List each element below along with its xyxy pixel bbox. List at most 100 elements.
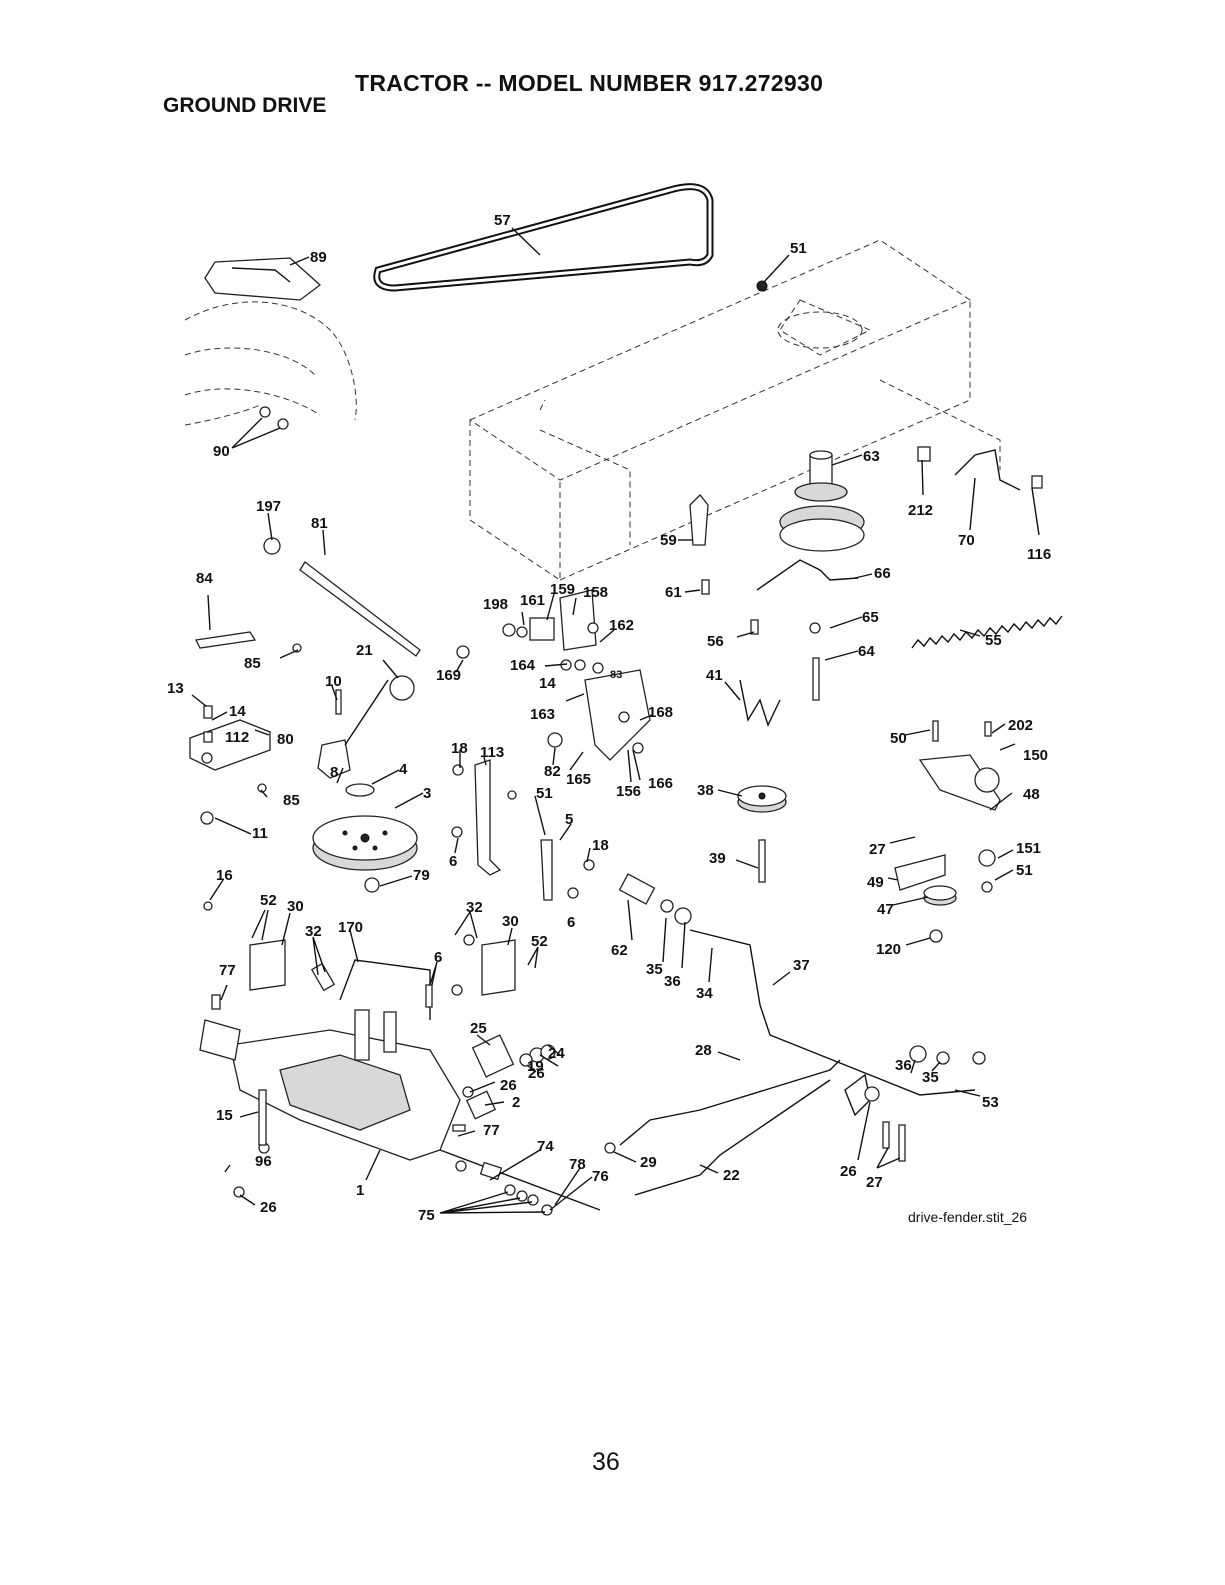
callout-35b: 35 xyxy=(922,1069,939,1086)
callout-61: 61 xyxy=(665,584,682,601)
callout-48: 48 xyxy=(1023,786,1040,803)
drive-belt xyxy=(373,183,714,292)
leader-lines xyxy=(191,227,1040,1214)
callout-78: 78 xyxy=(569,1156,586,1173)
callout-198: 198 xyxy=(483,596,508,613)
callout-15: 15 xyxy=(216,1107,233,1124)
callout-79: 79 xyxy=(413,867,430,884)
section-title: GROUND DRIVE xyxy=(163,94,327,117)
callout-164: 164 xyxy=(510,657,536,674)
callout-170: 170 xyxy=(338,919,363,936)
callout-2: 2 xyxy=(512,1094,520,1111)
callout-25: 25 xyxy=(470,1020,487,1037)
callout-49: 49 xyxy=(867,874,884,891)
callout-156: 156 xyxy=(616,783,641,800)
callout-212: 212 xyxy=(908,502,933,519)
callout-6: 6 xyxy=(449,853,457,870)
callout-18: 18 xyxy=(451,740,468,757)
callout-26d: 26 xyxy=(260,1199,277,1216)
callout-16: 16 xyxy=(216,867,233,884)
transmission-pulley xyxy=(312,783,418,871)
file-reference: drive-fender.stit_26 xyxy=(908,1209,1028,1225)
callout-57: 57 xyxy=(494,212,511,229)
callout-36b: 36 xyxy=(895,1057,912,1074)
callout-21: 21 xyxy=(356,642,373,659)
callout-30b: 30 xyxy=(502,913,519,930)
callout-96: 96 xyxy=(255,1153,272,1170)
callout-62: 62 xyxy=(611,942,628,959)
callout-28: 28 xyxy=(695,1042,712,1059)
callout-197: 197 xyxy=(256,498,281,515)
callout-10: 10 xyxy=(325,673,342,690)
callout-66: 66 xyxy=(874,565,891,582)
callout-51b: 51 xyxy=(536,785,553,802)
callout-29: 29 xyxy=(640,1154,657,1171)
shift-plate xyxy=(204,257,322,301)
callout-27: 27 xyxy=(869,841,886,858)
callout-169: 169 xyxy=(436,667,461,684)
tractor-frame xyxy=(468,239,1001,581)
callout-162: 162 xyxy=(609,617,634,634)
callout-41: 41 xyxy=(706,667,723,684)
callout-3: 3 xyxy=(423,785,431,802)
callout-6c: 6 xyxy=(434,949,442,966)
callout-24: 24 xyxy=(548,1045,565,1062)
callout-27b: 27 xyxy=(866,1174,883,1191)
callout-8: 8 xyxy=(330,764,338,781)
callout-168: 168 xyxy=(648,704,673,721)
idler-pulley-small xyxy=(923,885,957,906)
callout-26b: 26 xyxy=(500,1077,517,1094)
callout-120: 120 xyxy=(876,941,901,958)
callout-55: 55 xyxy=(985,632,1002,649)
idler-spring xyxy=(911,615,1063,649)
callout-70: 70 xyxy=(958,532,975,549)
callout-85: 85 xyxy=(244,655,261,672)
callout-37: 37 xyxy=(793,957,810,974)
callout-6b: 6 xyxy=(567,914,575,931)
callout-59: 59 xyxy=(660,532,677,549)
callout-151: 151 xyxy=(1016,840,1041,857)
callout-161: 161 xyxy=(520,592,545,609)
callout-14b: 14 xyxy=(229,703,246,720)
fender-outline xyxy=(184,257,357,426)
callout-84: 84 xyxy=(196,570,213,587)
callout-26: 26 xyxy=(528,1065,545,1082)
callout-80: 80 xyxy=(277,731,294,748)
callout-labels: 57 89 51 90 63 212 70 116 197 81 84 59 6… xyxy=(167,212,1051,1224)
callout-30: 30 xyxy=(287,898,304,915)
page-number: 36 xyxy=(592,1448,620,1476)
engine-pulley xyxy=(779,450,865,552)
callout-83: 83 xyxy=(610,669,622,681)
callout-36: 36 xyxy=(664,973,681,990)
callout-34: 34 xyxy=(696,985,713,1002)
idler-pulley xyxy=(737,785,787,813)
callout-63: 63 xyxy=(863,448,880,465)
callout-75: 75 xyxy=(418,1207,435,1224)
callout-150: 150 xyxy=(1023,747,1048,764)
callout-77b: 77 xyxy=(483,1122,500,1139)
callout-4: 4 xyxy=(399,761,408,778)
callout-56: 56 xyxy=(707,633,724,650)
callout-14: 14 xyxy=(539,675,556,692)
callout-22: 22 xyxy=(723,1167,740,1184)
callout-165: 165 xyxy=(566,771,591,788)
callout-90: 90 xyxy=(213,443,230,460)
callout-64: 64 xyxy=(858,643,875,660)
callout-65: 65 xyxy=(862,609,879,626)
callout-81: 81 xyxy=(311,515,328,532)
callout-5: 5 xyxy=(565,811,573,828)
callout-82: 82 xyxy=(544,763,561,780)
callout-163: 163 xyxy=(530,706,555,723)
callout-52: 52 xyxy=(260,892,277,909)
callout-166: 166 xyxy=(648,775,673,792)
callout-116: 116 xyxy=(1027,546,1051,563)
brackets-and-rods xyxy=(189,449,1021,1196)
callout-112: 112 xyxy=(225,729,249,746)
callout-113: 113 xyxy=(480,744,504,761)
callout-26c: 26 xyxy=(840,1163,857,1180)
callout-32b: 32 xyxy=(466,899,483,916)
callout-38: 38 xyxy=(697,782,714,799)
callout-158: 158 xyxy=(583,584,608,601)
callout-74: 74 xyxy=(537,1138,554,1155)
